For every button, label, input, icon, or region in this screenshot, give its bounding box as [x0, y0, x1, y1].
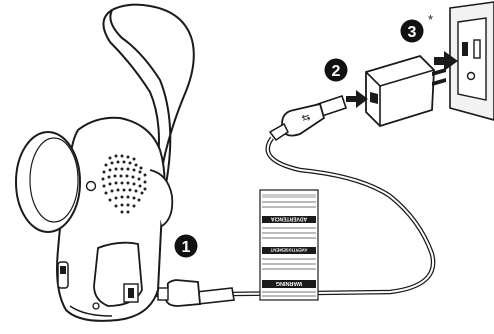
power-adapter-icon — [366, 56, 446, 126]
step-marker-3: 3 * — [401, 12, 434, 43]
warning-label-en: WARNING — [276, 280, 303, 286]
step-3-footnote-mark: * — [428, 12, 433, 27]
step-number-1: 1 — [182, 239, 191, 256]
step-number-3: 3 — [408, 24, 417, 41]
step-marker-2: 2 — [325, 59, 348, 82]
warning-label-es: ADVERTENCIA — [271, 216, 308, 222]
arrow-icon — [346, 90, 368, 108]
warning-tag-icon: ADVERTENCIA AVERTISSEMENT WARNING — [260, 190, 318, 300]
step-number-2: 2 — [332, 63, 341, 80]
micro-usb-plug — [158, 280, 234, 306]
step-marker-1: 1 — [175, 235, 198, 258]
camera-icon — [16, 5, 194, 321]
warning-label-fr: AVERTISSEMENT — [270, 248, 307, 253]
